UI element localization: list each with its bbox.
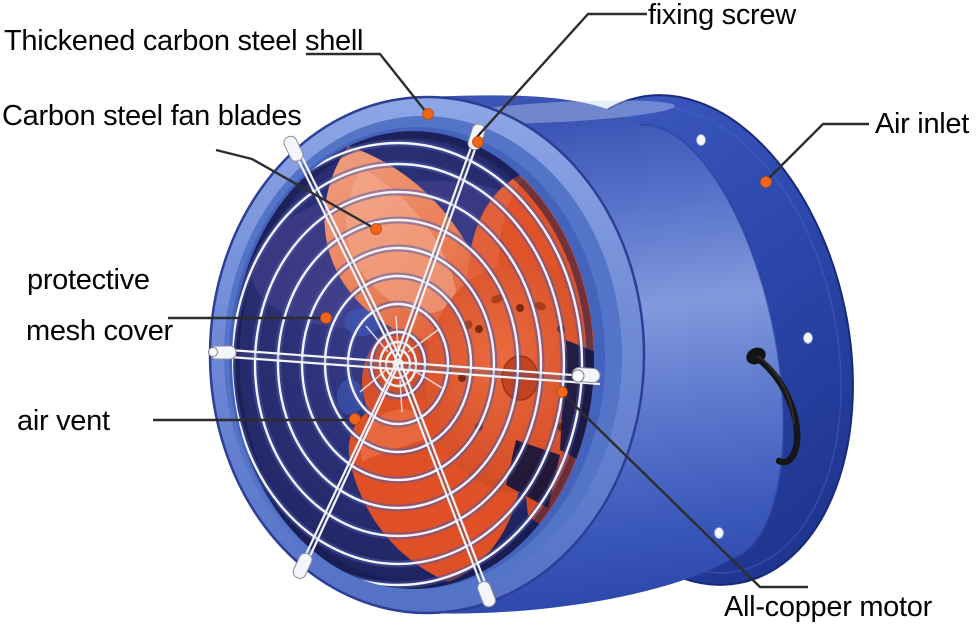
drum-gap <box>337 379 363 415</box>
label-fixing-screw: fixing screw <box>648 0 796 31</box>
dot-fixing-screw <box>472 136 484 148</box>
label-motor: All-copper motor <box>724 591 932 623</box>
label-shell: Thickened carbon steel shell <box>4 25 364 57</box>
bolt-hole <box>803 332 813 344</box>
hub-slots <box>463 294 546 330</box>
protective-mesh-guard <box>208 123 601 608</box>
leader-shell <box>306 52 427 113</box>
dot-fan-blades <box>370 223 382 235</box>
mesh-rim-clips <box>208 123 601 608</box>
drum-flange-crease <box>639 123 785 560</box>
mesh-spokes <box>215 135 601 596</box>
leader-air-inlet <box>765 122 869 182</box>
dot-air-inlet <box>760 176 772 188</box>
bolt-hole <box>714 527 724 539</box>
label-air-inlet: Air inlet <box>875 108 969 140</box>
callout-dots <box>320 108 772 425</box>
dot-mesh-cover <box>320 312 332 324</box>
label-fan-blades: Carbon steel fan blades <box>2 100 302 132</box>
label-mesh-cover-line2: mesh cover <box>26 315 173 347</box>
leader-motor <box>564 395 808 589</box>
leader-lines <box>153 12 869 589</box>
label-air-vent: air vent <box>17 405 110 437</box>
mesh-spoke-shadows <box>215 136 601 595</box>
label-mesh-cover-line1: protective <box>27 264 150 296</box>
leader-fan-blades <box>215 148 375 230</box>
dot-air-vent <box>349 413 361 425</box>
motor-power-cable <box>746 347 801 466</box>
bolt-hole <box>696 134 706 146</box>
leader-fixing-screw <box>476 12 647 138</box>
dot-motor <box>556 386 568 398</box>
dot-shell <box>422 108 434 120</box>
